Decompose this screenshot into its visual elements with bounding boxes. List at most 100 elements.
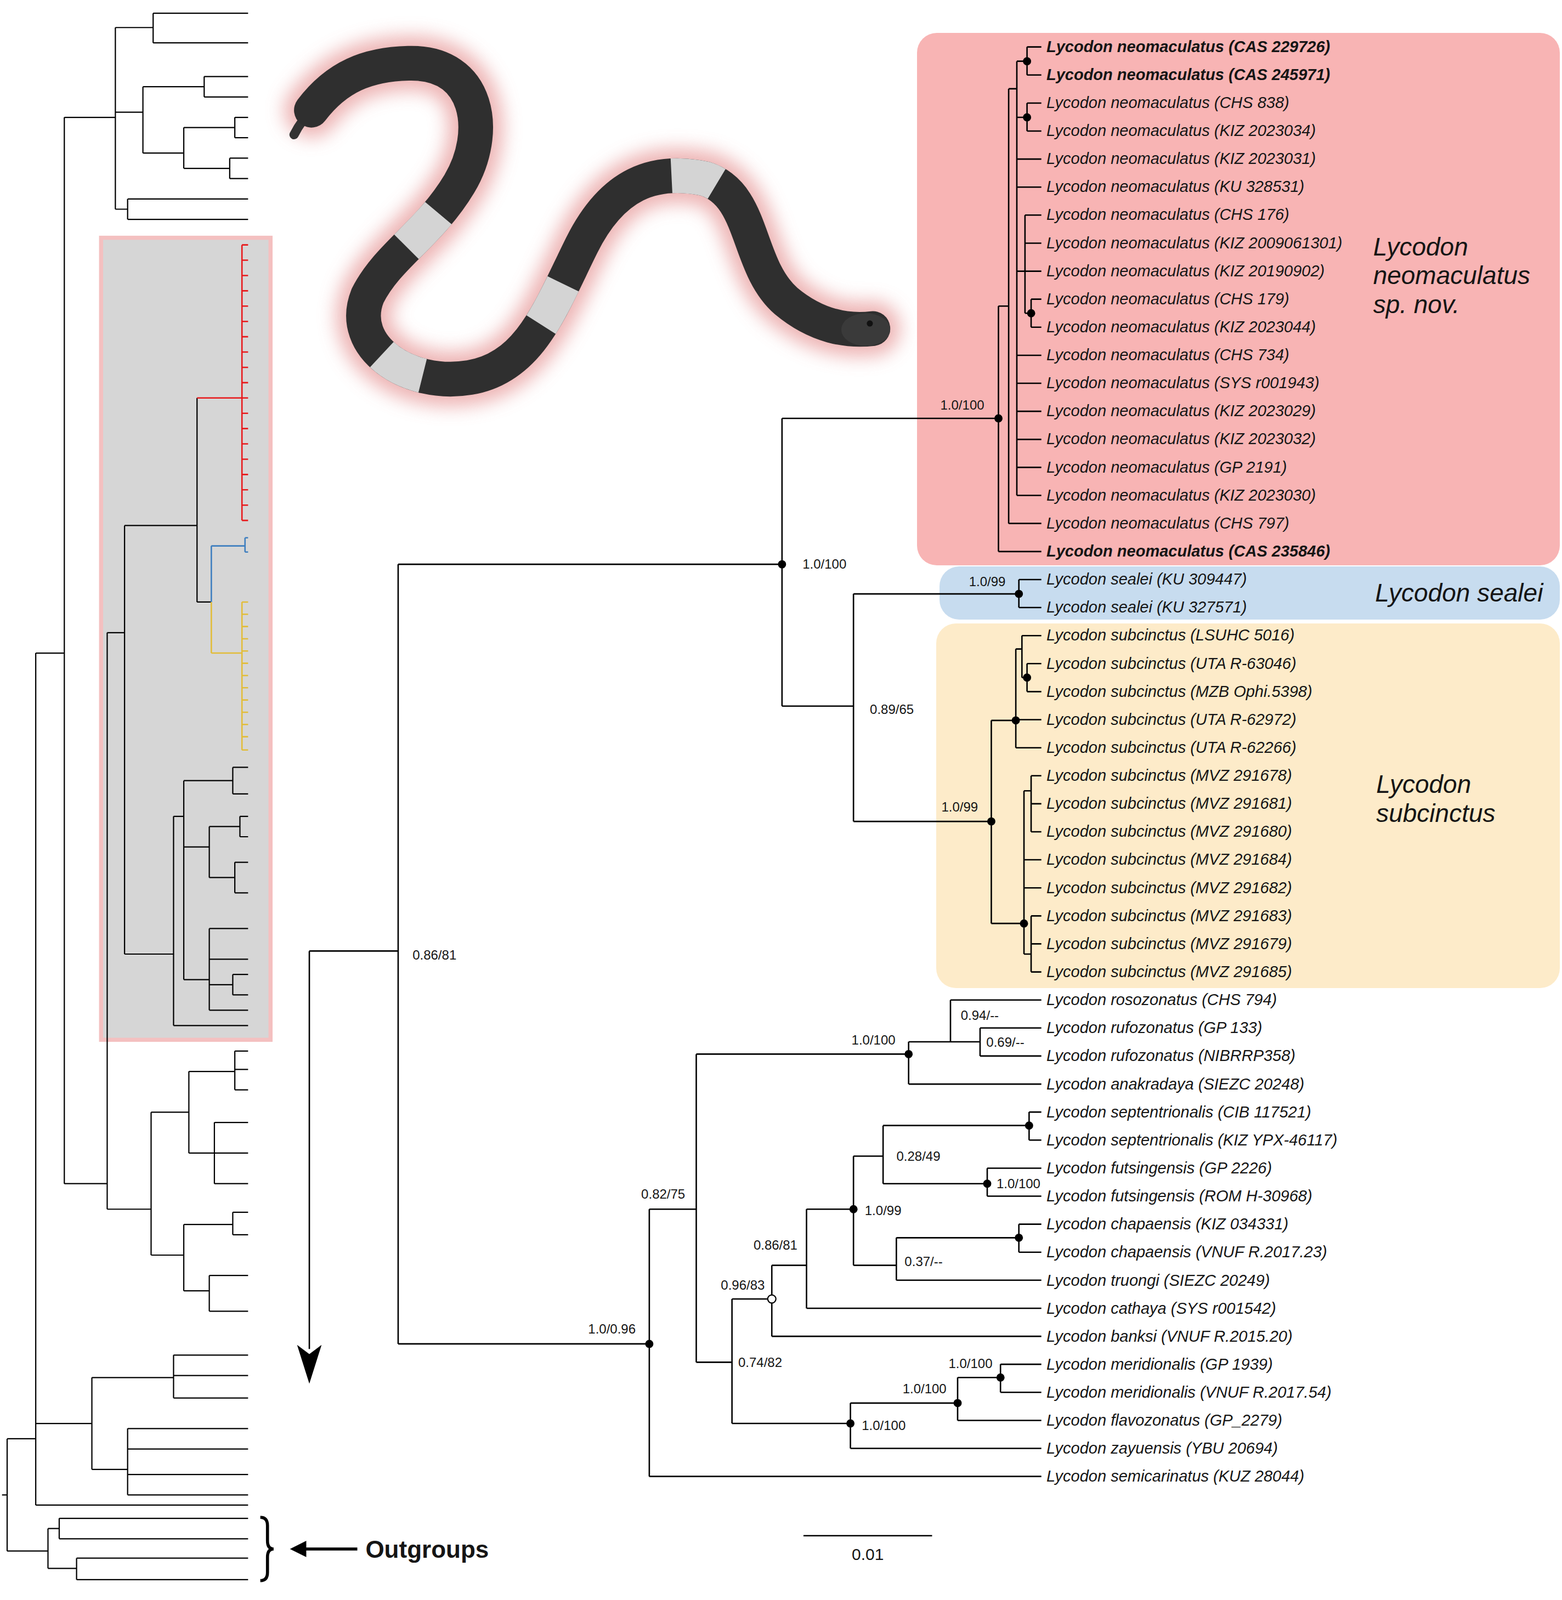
node-dot (983, 1179, 992, 1188)
taxon-label: Lycodon subcinctus (MVZ 291678) (1046, 766, 1293, 785)
node-dot (994, 414, 1003, 423)
support-value: 0.86/81 (411, 948, 458, 963)
node-dot (777, 560, 786, 569)
taxon-label: Lycodon neomaculatus (KIZ 2023029) (1046, 402, 1316, 421)
taxon-label: Lycodon chapaensis (VNUF R.2017.23) (1046, 1243, 1328, 1262)
support-value: 1.0/100 (850, 1033, 897, 1048)
taxon-label: Lycodon septentrionalis (CIB 117521) (1046, 1103, 1312, 1122)
clade-label: Lycodon subcinctus (1376, 770, 1552, 829)
scale-bar (803, 1535, 933, 1537)
support-value: 0.96/83 (719, 1277, 766, 1293)
node-dot (849, 1205, 858, 1214)
node-dot (1014, 1234, 1023, 1243)
taxon-label: Lycodon neomaculatus (KIZ 2023032) (1046, 430, 1316, 449)
node-dot (987, 817, 996, 826)
taxon-label: Lycodon anakradaya (SIEZC 20248) (1046, 1075, 1305, 1094)
taxon-label: Lycodon subcinctus (MVZ 291681) (1046, 795, 1293, 814)
taxon-label: Lycodon subcinctus (LSUHC 5016) (1046, 626, 1295, 645)
support-value: 1.0/100 (995, 1176, 1042, 1192)
taxon-label: Lycodon neomaculatus (CHS 797) (1046, 514, 1290, 533)
taxon-label: Lycodon futsingensis (ROM H-30968) (1046, 1187, 1313, 1206)
outgroup-arrow (302, 1547, 358, 1552)
node-dot (996, 1373, 1005, 1383)
taxon-label: Lycodon neomaculatus (KU 328531) (1046, 178, 1305, 197)
node-dot (1014, 590, 1023, 599)
taxon-label: Lycodon neomaculatus (KIZ 2023031) (1046, 149, 1316, 168)
snake-glow (311, 63, 874, 379)
taxon-label: Lycodon subcinctus (UTA R-62266) (1046, 738, 1297, 757)
taxon-label: Lycodon zayuensis (YBU 20694) (1046, 1440, 1278, 1459)
support-value: 1.0/99 (968, 574, 1007, 590)
taxon-label: Lycodon neomaculatus (KIZ 20190902) (1046, 262, 1325, 281)
taxon-label: Lycodon chapaensis (KIZ 034331) (1046, 1215, 1289, 1235)
node-dot (904, 1050, 913, 1059)
support-value: 1.0/100 (860, 1418, 907, 1434)
support-dots (644, 57, 1035, 1428)
open-node-dot (767, 1295, 777, 1304)
support-value: 0.82/75 (640, 1187, 687, 1202)
node-dot (1025, 1121, 1034, 1130)
taxon-label: Lycodon subcinctus (MVZ 291683) (1046, 907, 1293, 926)
taxon-label: Lycodon neomaculatus (CAS 235846) (1046, 542, 1331, 561)
taxon-label: Lycodon neomaculatus (KIZ 2023044) (1046, 318, 1316, 337)
overview-blue-clade (211, 538, 248, 603)
node-dot (1022, 113, 1032, 122)
node-dot (1022, 673, 1032, 682)
support-value: 0.74/82 (737, 1355, 784, 1371)
overview-tree (2, 13, 249, 1581)
taxon-label: Lycodon neomaculatus (GP 2191) (1046, 458, 1288, 477)
highlight-region (100, 238, 271, 1041)
taxon-label: Lycodon neomaculatus (SYS r001943) (1046, 374, 1320, 393)
taxon-label: Lycodon neomaculatus (CAS 229726) (1046, 37, 1331, 56)
support-value: 1.0/100 (939, 398, 986, 413)
snake-bands (311, 63, 874, 379)
node-dot (1027, 309, 1036, 318)
taxon-label: Lycodon neomaculatus (CHS 179) (1046, 290, 1290, 309)
taxon-label: Lycodon neomaculatus (CHS 176) (1046, 206, 1290, 225)
taxon-label: Lycodon flavozonatus (GP_2279) (1046, 1412, 1283, 1431)
clade-label: Lycodon sealei (1374, 578, 1551, 608)
node-dot (1011, 716, 1021, 725)
taxon-label: Lycodon sealei (KU 327571) (1046, 598, 1247, 618)
taxon-label: Lycodon subcinctus (MVZ 291680) (1046, 823, 1293, 842)
snake-body (311, 63, 874, 379)
scale-label: 0.01 (851, 1545, 884, 1565)
support-value: 0.89/65 (868, 702, 915, 717)
support-value: 1.0/100 (801, 557, 848, 572)
taxon-label: Lycodon sealei (KU 309447) (1046, 570, 1247, 589)
taxon-label: Lycodon rufozonatus (NIBRRP358) (1046, 1047, 1296, 1066)
outgroup-label: Outgroups (365, 1535, 489, 1564)
taxon-label: Lycodon septentrionalis (KIZ YPX-46117) (1046, 1131, 1338, 1150)
taxon-label: Lycodon neomaculatus (CHS 734) (1046, 346, 1290, 365)
taxon-label: Lycodon neomaculatus (CAS 245971) (1046, 65, 1331, 84)
support-value: 0.28/49 (895, 1149, 942, 1164)
taxon-label: Lycodon meridionalis (GP 1939) (1046, 1355, 1273, 1374)
support-value: 0.94/-- (959, 1008, 1000, 1023)
overview-yellow-clade (211, 602, 248, 751)
support-value: 1.0/99 (863, 1203, 903, 1218)
taxon-label: Lycodon cathaya (SYS r001542) (1046, 1299, 1277, 1318)
node-dot (846, 1419, 855, 1429)
clade-label: Lycodon neomaculatus sp. nov. (1373, 231, 1549, 320)
clade-box: Lycodon sealei (KU 309447) Lycodon sealei… (939, 566, 1561, 620)
taxon-label: Lycodon neomaculatus (KIZ 2023030) (1046, 486, 1316, 505)
support-value: 0.69/-- (985, 1034, 1026, 1050)
support-value: 1.0/100 (947, 1356, 994, 1372)
taxon-label: Lycodon neomaculatus (KIZ 2023034) (1046, 121, 1316, 140)
clade-box: Lycodon neomaculatus (CAS 229726) Lycodon… (917, 32, 1561, 566)
node-dot (1020, 919, 1029, 928)
taxon-label: Lycodon meridionalis (VNUF R.2017.54) (1046, 1383, 1332, 1402)
tree-branches (309, 47, 1042, 1477)
support-value: 1.0/100 (901, 1382, 948, 1397)
support-value: 0.37/-- (903, 1254, 944, 1270)
snake-eye (866, 320, 873, 327)
support-value: 1.0/0.96 (586, 1321, 637, 1337)
taxon-label: Lycodon futsingensis (GP 2226) (1046, 1159, 1272, 1178)
taxon-label: Lycodon subcinctus (MVZ 291682) (1046, 879, 1293, 898)
taxon-label: Lycodon banksi (VNUF R.2015.20) (1046, 1327, 1293, 1346)
taxon-label: Lycodon rosozonatus (CHS 794) (1046, 991, 1277, 1010)
support-value: 0.86/81 (752, 1238, 799, 1253)
taxon-label: Lycodon neomaculatus (KIZ 2009061301) (1046, 234, 1343, 253)
outgroup-arrowhead (290, 1541, 307, 1558)
